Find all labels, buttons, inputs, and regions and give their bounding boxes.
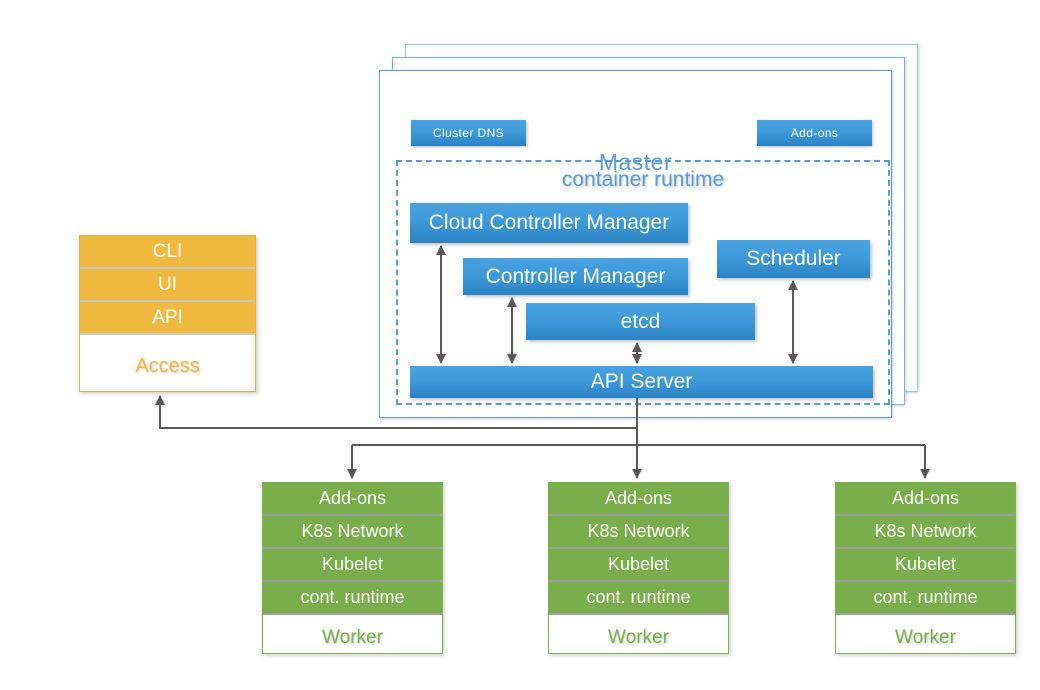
api-server-box[interactable]: API Server <box>410 366 873 398</box>
etcd-box[interactable]: etcd <box>526 303 755 340</box>
master-addons-box[interactable]: Add-ons <box>757 120 872 146</box>
worker-title: Worker <box>608 627 669 648</box>
worker-node-2[interactable]: Add-ons K8s Network Kubelet cont. runtim… <box>548 482 729 654</box>
cluster-dns-box[interactable]: Cluster DNS <box>411 120 526 146</box>
access-layer-api[interactable]: API <box>80 302 255 335</box>
access-layer-ui[interactable]: UI <box>80 269 255 302</box>
worker-layer-add-ons[interactable]: Add-ons <box>836 483 1015 516</box>
worker-layer-k8s-network[interactable]: K8s Network <box>549 516 728 549</box>
worker-layer-cont-runtime[interactable]: cont. runtime <box>836 582 1015 615</box>
access-panel[interactable]: CLI UI API Access <box>79 235 256 392</box>
worker-title: Worker <box>322 627 383 648</box>
worker-layer-add-ons[interactable]: Add-ons <box>263 483 442 516</box>
controller-manager-box[interactable]: Controller Manager <box>463 258 688 295</box>
worker-layer-kubelet[interactable]: Kubelet <box>549 549 728 582</box>
worker-layer-kubelet[interactable]: Kubelet <box>263 549 442 582</box>
worker-layer-cont-runtime[interactable]: cont. runtime <box>549 582 728 615</box>
worker-layer-k8s-network[interactable]: K8s Network <box>263 516 442 549</box>
arrow-apiserver-access <box>155 395 637 429</box>
worker-layer-k8s-network[interactable]: K8s Network <box>836 516 1015 549</box>
access-layer-cli[interactable]: CLI <box>80 236 255 269</box>
worker-layer-cont-runtime[interactable]: cont. runtime <box>263 582 442 615</box>
worker-layer-kubelet[interactable]: Kubelet <box>836 549 1015 582</box>
master-title: Master <box>598 149 673 175</box>
container-runtime-label: container runtime <box>561 168 725 191</box>
container-runtime-region <box>396 160 890 405</box>
access-title: Access <box>135 354 200 377</box>
worker-node-1[interactable]: Add-ons K8s Network Kubelet cont. runtim… <box>262 482 443 654</box>
worker-title: Worker <box>895 627 956 648</box>
worker-node-3[interactable]: Add-ons K8s Network Kubelet cont. runtim… <box>835 482 1016 654</box>
cloud-controller-manager-box[interactable]: Cloud Controller Manager <box>410 203 688 243</box>
scheduler-box[interactable]: Scheduler <box>717 240 870 278</box>
worker-layer-add-ons[interactable]: Add-ons <box>549 483 728 516</box>
